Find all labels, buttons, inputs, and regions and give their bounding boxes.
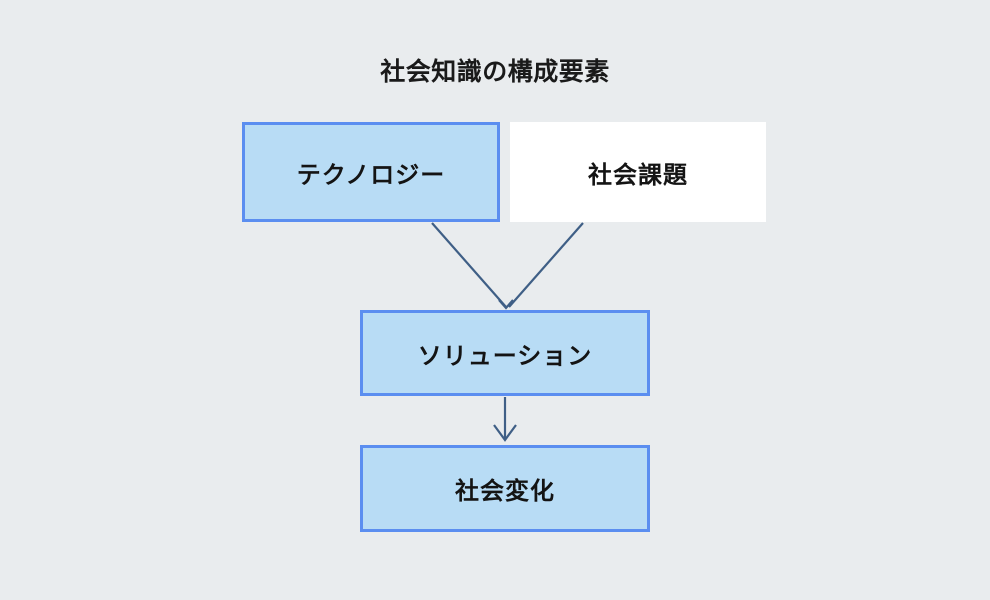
node-social-change-label: 社会変化 [455, 478, 555, 505]
edge-technology-to-solution [431, 222, 507, 308]
arrowhead-solution [498, 299, 514, 310]
diagram-title: 社会知識の構成要素 [380, 58, 610, 86]
node-technology-label: テクノロジー [296, 161, 446, 189]
node-social-issues-label: 社会課題 [588, 161, 688, 189]
edge-social-issues-to-solution [508, 222, 584, 308]
node-technology[interactable]: テクノロジー [242, 122, 500, 222]
node-social-change[interactable]: 社会変化 [360, 445, 650, 532]
arrowhead-social-change [493, 424, 517, 442]
node-solution-label: ソリューション [417, 342, 593, 370]
node-social-issues[interactable]: 社会課題 [510, 122, 766, 222]
node-solution[interactable]: ソリューション [360, 310, 650, 396]
